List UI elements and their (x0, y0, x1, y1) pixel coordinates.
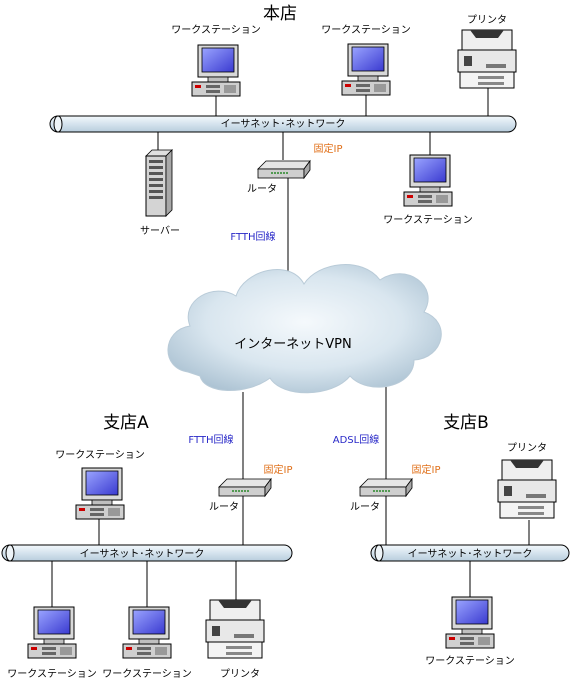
printer-icon (457, 29, 517, 89)
ethernet-label-main: イーサネット･ネットワーク (221, 118, 346, 130)
internet-cloud: インターネットVPN (167, 264, 442, 394)
server-label: サーバー (140, 225, 180, 237)
printer-label: プリンタ (507, 442, 547, 454)
site-title-main: 本店 (263, 4, 297, 24)
workstation-branch-a-1: ワークステーション (55, 449, 145, 520)
workstation-icon (403, 154, 453, 207)
printer-branch-a: プリンタ (205, 599, 265, 680)
router-branch-b: 固定IP ルータ (350, 463, 440, 513)
ethernet-bus-branch-a: イーサネット･ネットワーク (1, 544, 293, 562)
fixed-ip-label: 固定IP (314, 142, 343, 155)
workstation-main-1: ワークステーション (171, 24, 261, 97)
server-main: サーバー (140, 149, 180, 237)
site-title-branch-a: 支店A (103, 413, 149, 433)
workstation-label: ワークステーション (321, 24, 411, 36)
router-label: ルータ (209, 501, 239, 513)
workstation-icon (445, 596, 495, 649)
fixed-ip-label: 固定IP (264, 463, 293, 476)
workstation-label: ワークステーション (55, 449, 145, 461)
workstation-branch-b-1: ワークステーション (425, 596, 515, 667)
ethernet-bus-main: イーサネット･ネットワーク (49, 115, 517, 133)
router-label: ルータ (247, 183, 277, 195)
router-label: ルータ (350, 501, 380, 513)
workstation-icon (75, 467, 125, 520)
workstation-label: ワークステーション (102, 668, 192, 680)
workstation-icon (341, 43, 391, 96)
printer-label: プリンタ (220, 668, 260, 680)
router-icon (218, 478, 272, 497)
link-label-branch-a-ftth: FTTH回線 (188, 433, 233, 446)
site-title-branch-b: 支店B (443, 413, 489, 433)
router-main: ルータ 固定IP (247, 142, 342, 195)
workstation-label: ワークステーション (383, 214, 473, 226)
workstation-branch-a-2: ワークステーション (7, 606, 97, 680)
workstation-label: ワークステーション (171, 24, 261, 36)
connection-lines (51, 80, 530, 612)
printer-icon (497, 459, 557, 519)
workstation-label: ワークステーション (425, 655, 515, 667)
internet-vpn-label: インターネットVPN (234, 337, 351, 352)
printer-main: プリンタ (457, 14, 517, 89)
fixed-ip-label: 固定IP (412, 463, 441, 476)
link-label-branch-b-adsl: ADSL回線 (333, 433, 379, 446)
router-icon (359, 478, 413, 497)
link-label-main-ftth: FTTH回線 (230, 230, 275, 243)
ethernet-bus-branch-b: イーサネット･ネットワーク (370, 544, 570, 562)
workstation-label: ワークステーション (7, 668, 97, 680)
ethernet-label-branch-a: イーサネット･ネットワーク (80, 548, 205, 560)
printer-branch-b: プリンタ (497, 442, 557, 519)
workstation-main-3: ワークステーション (383, 154, 473, 226)
workstation-icon (191, 44, 241, 97)
ethernet-label-branch-b: イーサネット･ネットワーク (408, 548, 533, 560)
workstation-icon (122, 606, 172, 659)
server-icon (145, 149, 173, 217)
printer-label: プリンタ (467, 14, 507, 26)
router-icon (257, 160, 311, 179)
workstation-branch-a-3: ワークステーション (102, 606, 192, 680)
workstation-main-2: ワークステーション (321, 24, 411, 96)
router-branch-a: 固定IP ルータ (209, 463, 292, 513)
workstation-icon (27, 606, 77, 659)
printer-icon (205, 599, 265, 659)
